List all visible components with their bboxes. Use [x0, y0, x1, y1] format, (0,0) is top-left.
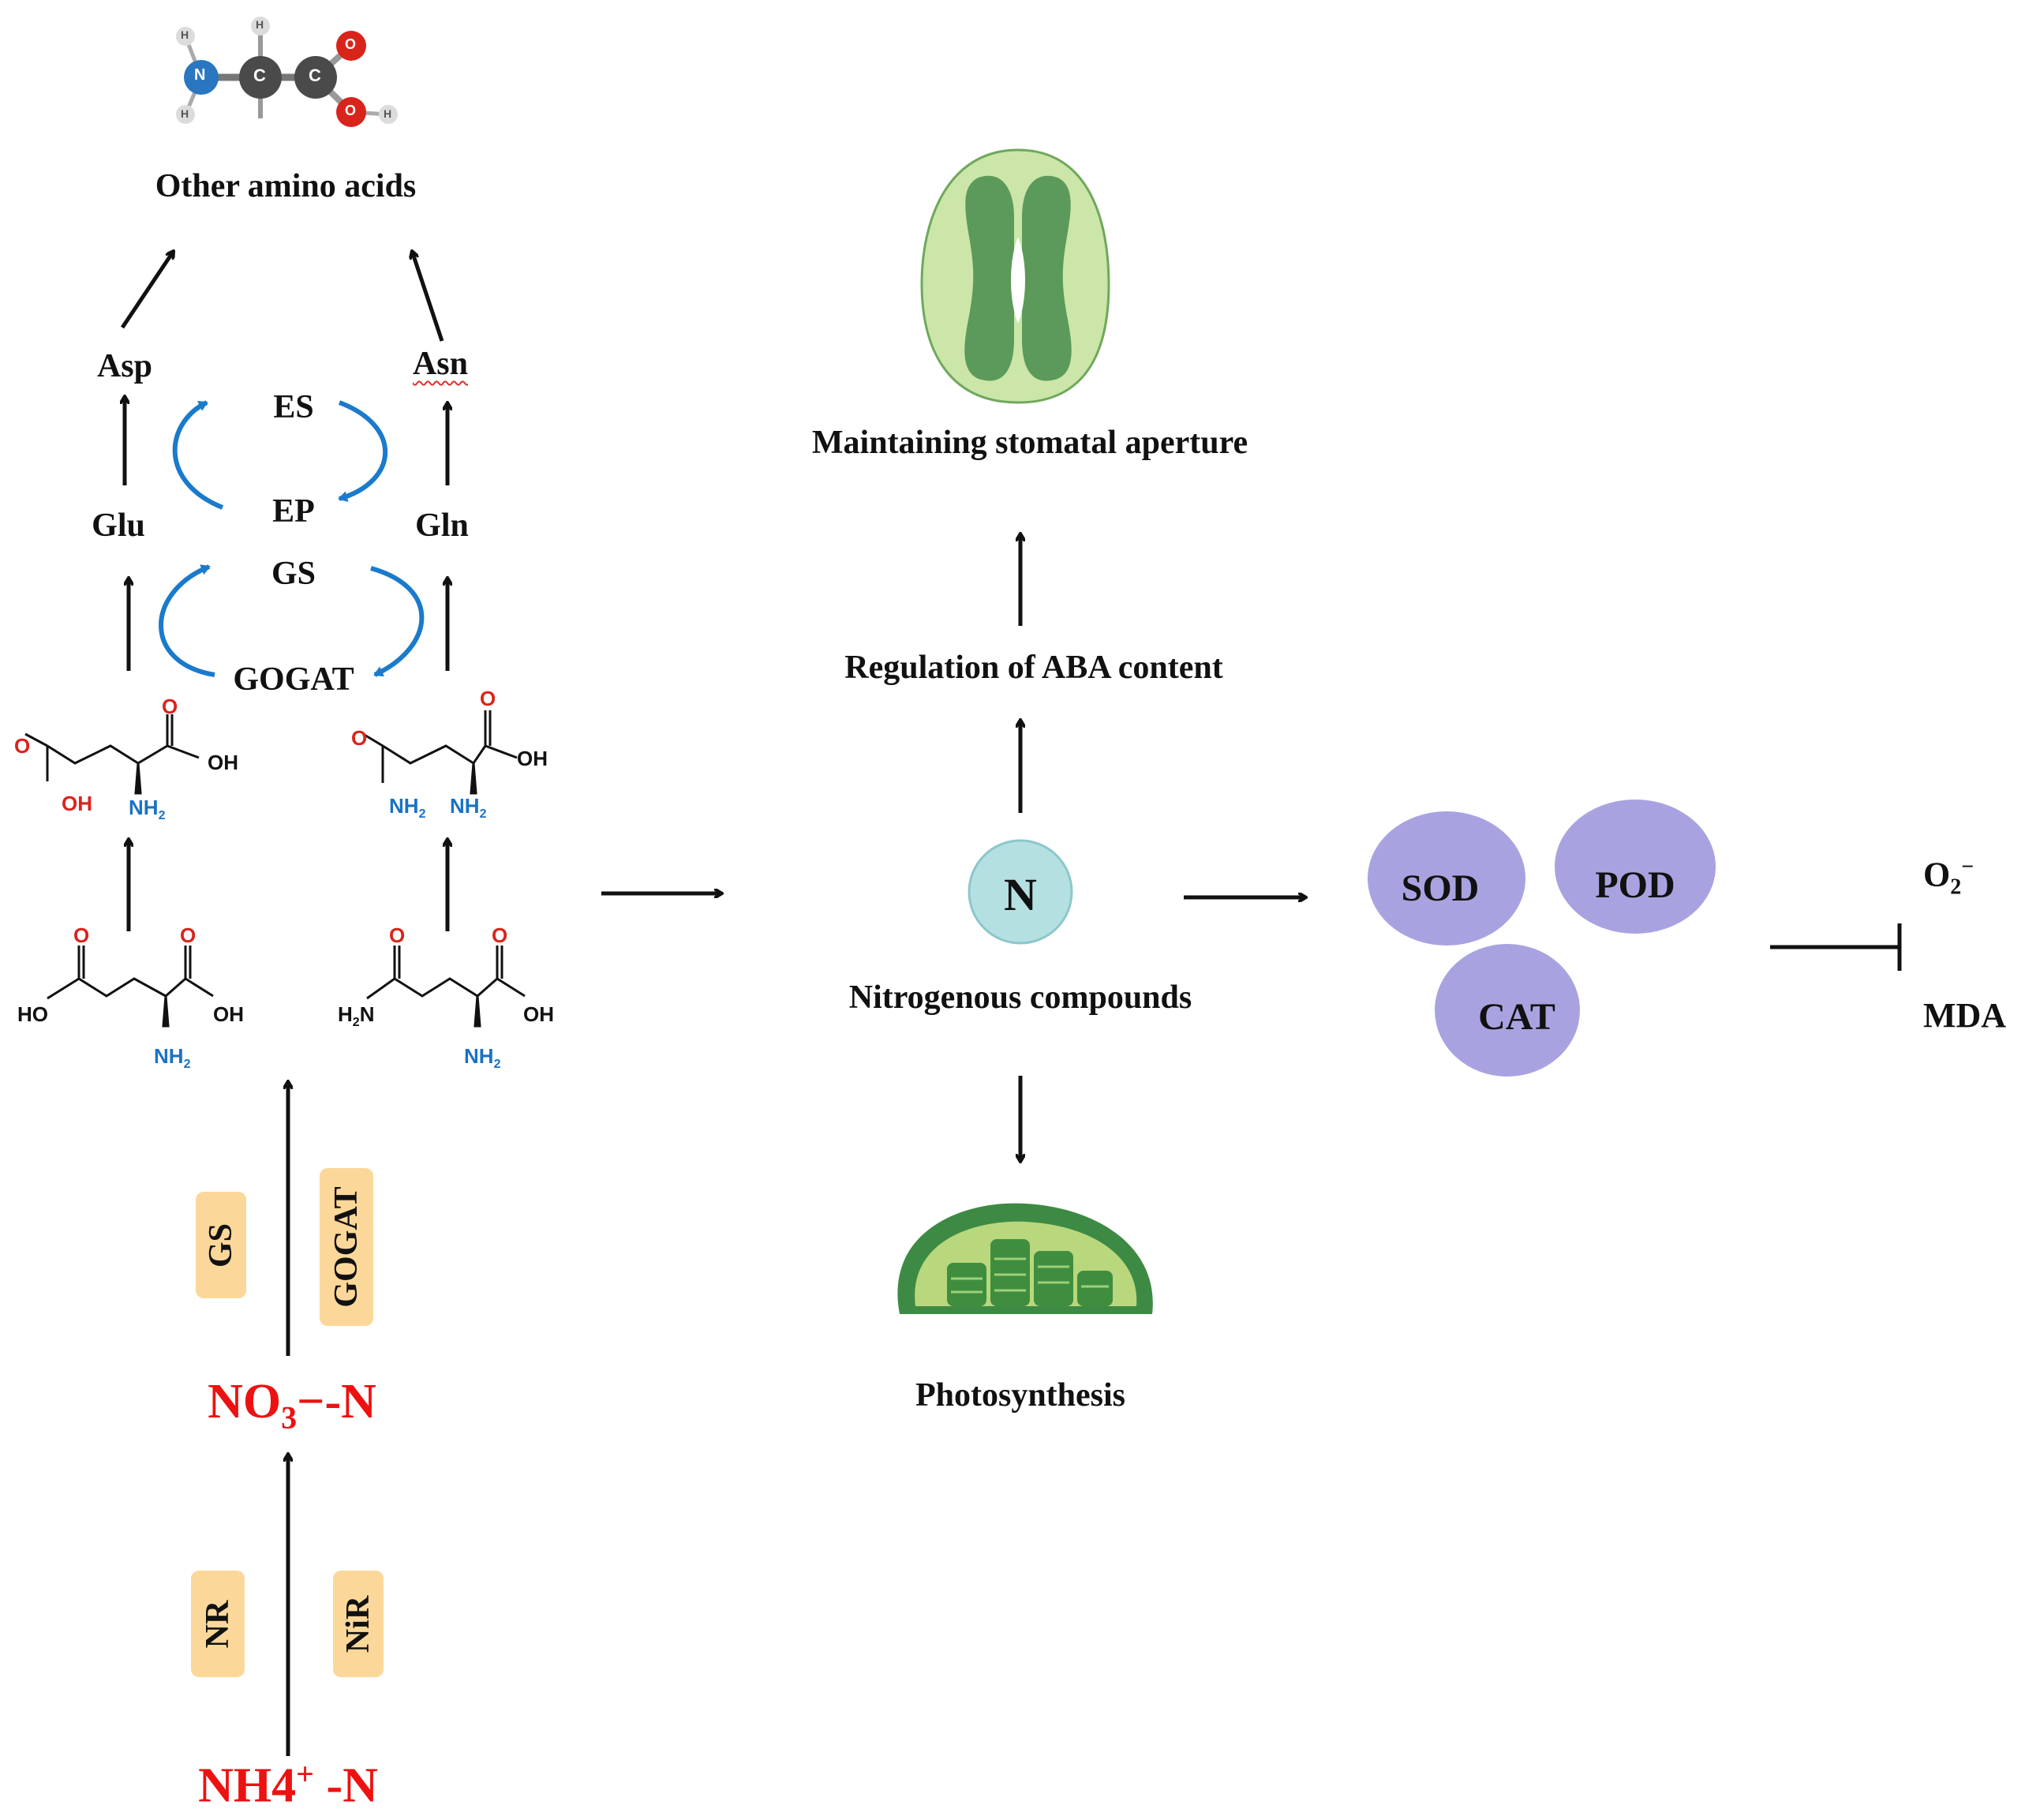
alanine-o-atom-2: O: [345, 103, 357, 118]
gln-o-right: O: [492, 923, 508, 947]
alanine-molecule-icon: [176, 17, 398, 127]
other-amino-acids-label: Other amino acids: [155, 168, 417, 204]
asn-nh2-right: NH2: [450, 794, 487, 822]
mda-label: MDA: [1923, 996, 2007, 1035]
alanine-h-atom-4: H: [384, 107, 392, 120]
asn-label: Asn: [412, 346, 469, 382]
cycle-arrow-es-left: [172, 400, 224, 510]
cat-label: CAT: [1478, 996, 1555, 1038]
aspartate-structure: [24, 714, 200, 795]
asp-oh-right: OH: [208, 751, 238, 774]
alanine-h-atom-3: H: [256, 18, 264, 31]
cat-blob: [1435, 944, 1580, 1077]
gln-h2n-left: H2N: [338, 1002, 375, 1030]
nh4-n-label: NH4+ -N: [198, 1756, 378, 1813]
alanine-n-atom: N: [194, 66, 206, 84]
gs-label: GS: [271, 556, 316, 592]
gln-nh2: NH2: [464, 1044, 501, 1072]
asn-o-left: O: [351, 726, 368, 750]
no3-n-label: NO3−-N: [208, 1375, 376, 1436]
asn-o-top: O: [480, 687, 496, 710]
es-label: ES: [273, 389, 314, 425]
asp-o-top: O: [162, 695, 178, 718]
asp-nh2: NH2: [129, 796, 166, 823]
nitrogenous-compounds-label: Nitrogenous compounds: [848, 979, 1192, 1016]
cycle-arrow-gs-right: [370, 566, 425, 677]
superoxide-label: O2−: [1923, 855, 1974, 900]
gln-o-left: O: [389, 923, 406, 947]
ep-label: EP: [272, 493, 315, 530]
alanine-h-atom-2: H: [181, 107, 189, 120]
glu-ho-left: HO: [17, 1002, 48, 1026]
arrow-asp-to-amino: [120, 251, 174, 329]
asn-oh-right: OH: [517, 747, 548, 770]
asp-oh-bottom: OH: [62, 792, 92, 815]
chloroplast-icon: [897, 1203, 1153, 1314]
n-circle-label: N: [1004, 869, 1037, 920]
cycle-arrow-gs-left: [159, 564, 215, 677]
alanine-h-atom-1: H: [181, 28, 189, 41]
alanine-o-atom-1: O: [345, 36, 357, 52]
glu-o-left: O: [73, 923, 90, 947]
alanine-c-atom-2: C: [309, 66, 321, 85]
glutamate-structure: [47, 946, 214, 1028]
nr-enzyme-tag: NR: [191, 1571, 245, 1677]
alanine-c-atom-1: C: [253, 66, 266, 85]
pod-label: POD: [1595, 864, 1675, 906]
nitrogen-circle: [968, 839, 1073, 945]
photosynthesis-label: Photosynthesis: [915, 1377, 1126, 1414]
asn-nh2-left: NH2: [389, 794, 426, 822]
glu-oh-right: OH: [213, 1002, 244, 1026]
sod-label: SOD: [1401, 867, 1480, 909]
asp-label: Asp: [96, 348, 153, 384]
arrow-asn-to-amino: [412, 251, 444, 342]
glu-o-right: O: [180, 923, 197, 947]
asparagine-structure: [362, 710, 518, 795]
pod-blob: [1555, 800, 1716, 934]
gogat-enzyme-tag: GOGAT: [320, 1168, 373, 1326]
glutamine-structure: [366, 946, 526, 1028]
cycle-arrow-es-right: [338, 400, 388, 502]
regulation-aba-label: Regulation of ABA content: [844, 650, 1223, 686]
inhibition-arrow: [1770, 923, 1902, 971]
gs-enzyme-tag: GS: [196, 1192, 246, 1298]
asp-ho-label: O: [14, 734, 31, 758]
glu-label: Glu: [92, 507, 145, 544]
glu-nh2: NH2: [154, 1044, 191, 1072]
nir-enzyme-tag: NiR: [333, 1571, 384, 1677]
sod-blob: [1368, 811, 1525, 946]
stomata-icon: [920, 148, 1110, 404]
gogat-label: GOGAT: [233, 661, 354, 698]
maintaining-stomatal-label: Maintaining stomatal aperture: [811, 425, 1248, 461]
gln-oh-right: OH: [523, 1002, 554, 1026]
gln-label: Gln: [415, 507, 469, 544]
